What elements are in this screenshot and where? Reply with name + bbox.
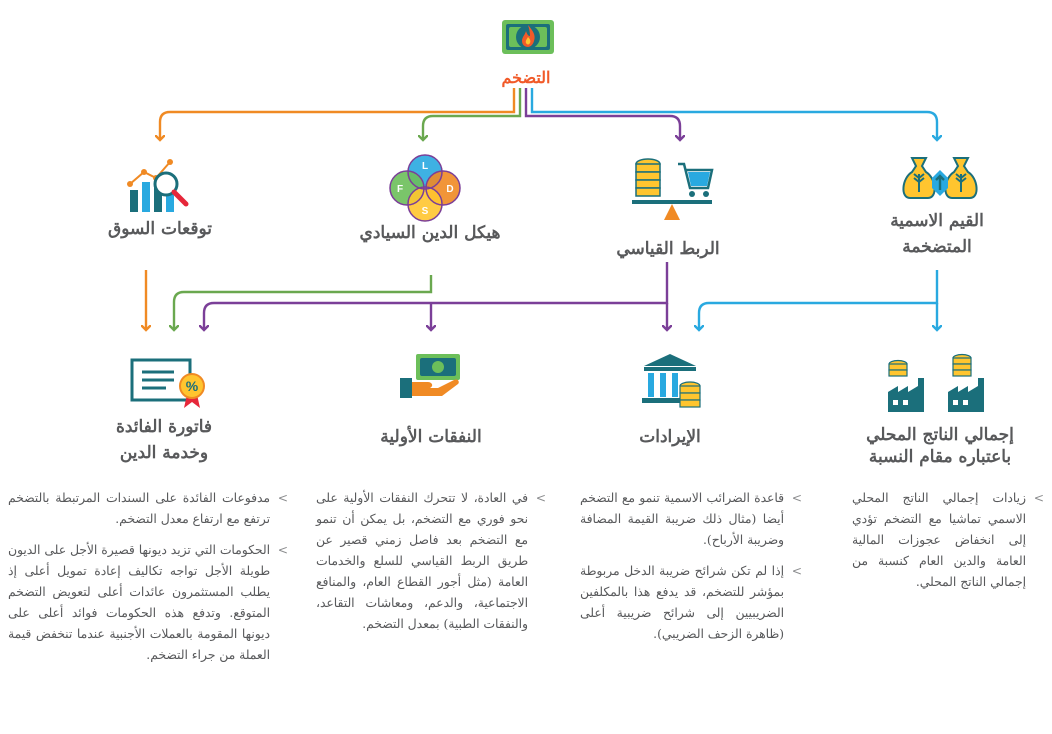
venn-letter-l: L [422, 161, 428, 172]
label-primary-spending: النفقات الأولية [380, 427, 482, 447]
bullet-revenue-1: > قاعدة الضرائب الاسمية تنمو مع التضخم أ… [580, 488, 802, 551]
column-gdp: > زيادات إجمالي الناتج المحلي الاسمي تما… [852, 488, 1044, 603]
bullet-marker: > [791, 491, 802, 505]
factories-icon [884, 352, 994, 418]
money-bags-icon [900, 148, 980, 206]
label-indexation: الربط القياسي [616, 239, 720, 259]
branch-orange-top [160, 88, 516, 140]
branch-blue-top [530, 88, 937, 140]
bullet-interest-1: > مدفوعات الفائدة على السندات المرتبطة ب… [8, 488, 288, 530]
venn-letter-d: D [446, 184, 453, 195]
bullet-interest-2: > الحكومات التي تزيد ديونها قصيرة الأجل … [8, 540, 288, 666]
bullet-revenue-2: > إذا لم تكن شرائح ضريبة الدخل مربوطة بم… [580, 561, 802, 645]
hand-money-icon [398, 352, 464, 406]
inflation-money-flame-icon [500, 10, 556, 68]
bullet-primary-1: > في العادة، لا تتحرك النفقات الأولية عل… [316, 488, 546, 635]
label-revenue: الإيرادات [639, 427, 701, 447]
bullet-marker: > [277, 491, 288, 505]
label-gdp: إجمالي الناتج المحلي باعتباره مقام النسب… [866, 425, 1014, 467]
bullet-marker: > [791, 564, 802, 578]
inflation-title: التضخم [501, 68, 551, 87]
venn-diagram-icon: L F D S [384, 152, 466, 228]
column-revenue: > قاعدة الضرائب الاسمية تنمو مع التضخم أ… [580, 488, 802, 655]
label-debt-structure: هيكل الدين السيادي [359, 223, 501, 243]
link-debt-interest [174, 275, 433, 330]
bullet-marker: > [1033, 491, 1044, 505]
bank-icon [640, 350, 704, 414]
link-nominal-revenue [699, 270, 939, 330]
svg-text:%: % [186, 378, 199, 394]
bullet-marker: > [277, 543, 288, 557]
column-primary: > في العادة، لا تتحرك النفقات الأولية عل… [316, 488, 546, 645]
column-interest: > مدفوعات الفائدة على السندات المرتبطة ب… [8, 488, 288, 676]
coins-scale-icon [628, 150, 714, 226]
bullet-gdp-1: > زيادات إجمالي الناتج المحلي الاسمي تما… [852, 488, 1044, 593]
venn-letter-s: S [422, 206, 429, 217]
label-nominal-values: القيم الاسمية المتضخمة [890, 211, 984, 257]
bullet-marker: > [535, 491, 546, 505]
label-interest-bill: فاتورة الفائدة وخدمة الدين [115, 417, 213, 463]
chart-magnifier-icon [124, 154, 194, 220]
branch-purple-top [524, 88, 680, 140]
label-market-expectations: توقعات السوق [108, 219, 212, 239]
certificate-icon: % [130, 354, 212, 414]
branch-green-top [423, 88, 522, 140]
venn-letter-f: F [397, 184, 403, 195]
link-indexation-interest [204, 262, 669, 330]
